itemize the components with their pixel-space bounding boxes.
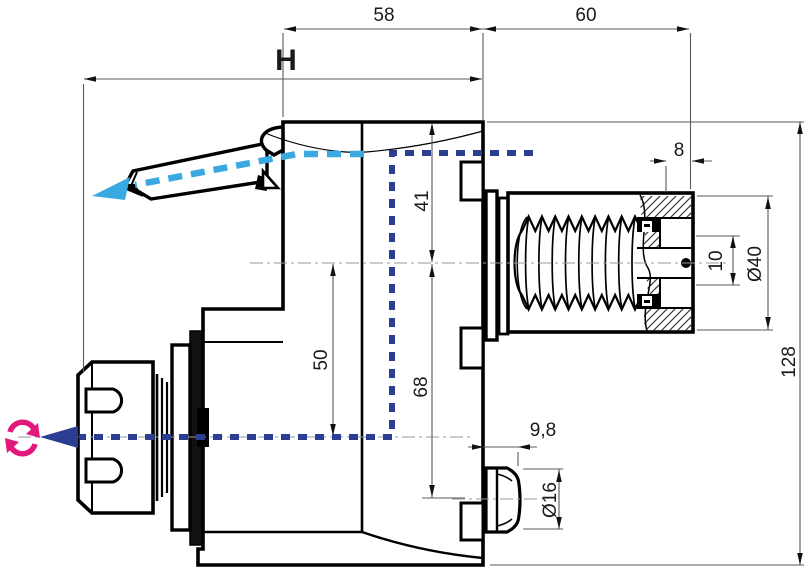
dim-axis-to-screw: 68 bbox=[411, 376, 432, 397]
spindle-axis-path bbox=[40, 150, 533, 448]
dim-bore-height: 10 bbox=[706, 250, 727, 271]
clamping-screw bbox=[484, 466, 522, 534]
coolant-arrow-icon bbox=[92, 177, 130, 200]
dim-screw-diameter: Ø16 bbox=[540, 482, 561, 518]
shank-section bbox=[637, 194, 692, 332]
dim-shank-length: 60 bbox=[575, 5, 596, 26]
part-geometry bbox=[76, 120, 695, 567]
dimension-lines bbox=[82, 28, 804, 566]
coolant-path bbox=[92, 150, 364, 200]
dim-body-width: 58 bbox=[373, 5, 394, 26]
main-body bbox=[196, 120, 485, 567]
dim-overall-height: 128 bbox=[779, 346, 800, 378]
dim-groove-offset: 8 bbox=[674, 140, 685, 161]
spindle-arrow-icon bbox=[40, 426, 78, 448]
dim-height-ref: H bbox=[275, 44, 297, 77]
centerlines bbox=[18, 262, 728, 500]
rotation-direction-icon bbox=[5, 419, 40, 457]
dim-screw-protrusion: 9,8 bbox=[530, 420, 556, 441]
vdi-shank bbox=[484, 189, 695, 342]
dim-top-to-axis: 41 bbox=[412, 190, 433, 211]
dim-axis-to-axis: 50 bbox=[311, 349, 332, 370]
dimension-labels: 58 60 H 8 9,8 41 50 68 10 Ø40 128 Ø16 bbox=[275, 5, 800, 518]
dimension-arrows bbox=[84, 26, 803, 565]
dim-shank-diameter: Ø40 bbox=[745, 246, 766, 282]
